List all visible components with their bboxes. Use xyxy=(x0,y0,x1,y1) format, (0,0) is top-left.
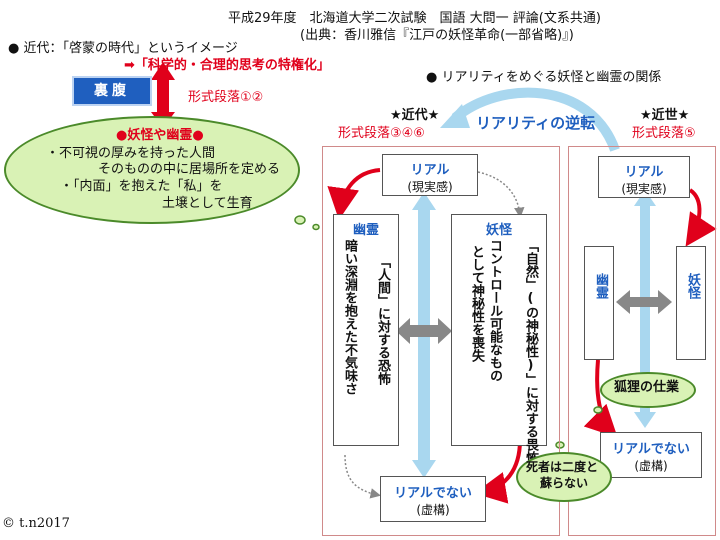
dead-cloud xyxy=(516,452,612,502)
cloud-line-3: ・「内面」を抱えた「私」を xyxy=(60,179,223,194)
early-yurei-box: 幽霊 xyxy=(584,246,614,360)
uraba-label-box: 裏腹 xyxy=(72,76,152,106)
yokai-controllable-text: コントロール可能なもの xyxy=(487,239,502,382)
copyright: © t.n2017 xyxy=(2,516,70,531)
modern-real-sub: (現実感) xyxy=(407,180,453,194)
yokai-to-unreal-arrow xyxy=(474,439,522,504)
cloud-line-4: 土壌として生育 xyxy=(162,196,253,211)
dead-cloud-bubble xyxy=(555,441,565,449)
thought-bubble-2 xyxy=(312,223,320,231)
modern-sections-label: 形式段落③④⑥ xyxy=(338,126,425,141)
early-real-box: リアル (現実感) xyxy=(598,156,690,198)
reversal-arrow-head xyxy=(440,104,470,128)
real-to-yurei-arrow xyxy=(327,168,381,220)
relation-heading: ● リアリティをめぐる妖怪と幽霊の関係 xyxy=(426,70,662,85)
early-real-title: リアル xyxy=(624,165,664,180)
modern-real-title: リアル xyxy=(410,163,450,178)
fox-cloud-bubble xyxy=(593,406,603,414)
modern-unreal-title: リアルでない xyxy=(394,486,472,501)
modern-yokai-title: 妖怪 xyxy=(485,223,512,238)
reversal-arrow-body xyxy=(451,87,620,152)
modern-yokai-box: 妖怪 「自然」(の神秘性)」に対する畏怖 コントロール可能なもの として神秘性を… xyxy=(451,214,547,464)
cloud-line-1: ・不可視の厚みを持った人間 xyxy=(46,146,216,161)
early-real-to-yokai-arrow xyxy=(685,188,717,247)
early-gray-double-arrow xyxy=(616,290,672,314)
early-yokai-box: 妖怪 xyxy=(676,246,706,360)
modern-yurei-box: 幽霊 「人間」に対する恐怖 暗い深淵を抱えた不気味さ xyxy=(333,214,399,446)
early-modern-panel xyxy=(568,146,716,536)
early-unreal-sub: (虚構) xyxy=(634,459,668,473)
section-label-1-2: 形式段落①② xyxy=(188,90,264,105)
cloud-title: ●妖怪や幽霊● xyxy=(116,128,204,143)
yokai-yurei-cloud xyxy=(4,116,300,224)
early-yurei-label: 幽霊 xyxy=(593,273,608,299)
modern-unreal-box: リアルでない (虚構) xyxy=(380,476,486,522)
modern-label: ★近代★ xyxy=(390,108,440,123)
early-yokai-label: 妖怪 xyxy=(685,273,700,299)
cloud-line-2: そのものの中に居場所を定める xyxy=(98,162,281,177)
rational-thought-line: ➡「科学的・合理的思考の特権化」 xyxy=(124,58,330,73)
source-citation: (出典：香川雅信『江戸の妖怪革命(一部省略)』) xyxy=(300,28,574,43)
early-vertical-arrow xyxy=(634,190,656,428)
yurei-fear-text: 「人間」に対する恐怖 xyxy=(375,255,390,385)
fox-cloud xyxy=(600,372,696,408)
yurei-eerie-text: 暗い深淵を抱えた不気味さ xyxy=(342,239,357,395)
yokai-lost-mystery-text: として神秘性を喪失 xyxy=(469,245,484,362)
early-modern-label: ★近世★ xyxy=(640,108,690,123)
modern-gray-double-arrow xyxy=(396,318,452,344)
modern-unreal-sub: (虚構) xyxy=(416,503,450,517)
yurei-to-unreal-dotted-arrow xyxy=(344,454,381,499)
modern-yurei-title: 幽霊 xyxy=(352,223,379,238)
page-title: 平成29年度 北海道大学二次試験 国語 大問一 評論(文系共通) xyxy=(228,11,601,26)
yokai-awe-text: 「自然」(の神秘性)」に対する畏怖 xyxy=(523,239,538,464)
modern-real-box: リアル (現実感) xyxy=(382,154,478,196)
early-yurei-to-unreal-arrow xyxy=(583,359,618,438)
dead-cloud-line-2: 蘇らない xyxy=(540,476,589,490)
early-unreal-box: リアルでない (虚構) xyxy=(600,432,702,478)
early-unreal-title: リアルでない xyxy=(612,442,690,457)
early-real-sub: (現実感) xyxy=(621,182,667,196)
modern-panel xyxy=(322,146,560,536)
enlightenment-heading: ● 近代：「啓蒙の時代」というイメージ xyxy=(8,41,238,56)
reality-reversal-label: リアリティの逆転 xyxy=(476,114,596,132)
fox-cloud-text: 狐狸の仕業 xyxy=(614,380,680,395)
early-modern-sections-label: 形式段落⑤ xyxy=(632,126,696,141)
dead-cloud-line-1: 死者は二度と xyxy=(526,460,599,474)
thought-bubble-1 xyxy=(294,215,306,225)
